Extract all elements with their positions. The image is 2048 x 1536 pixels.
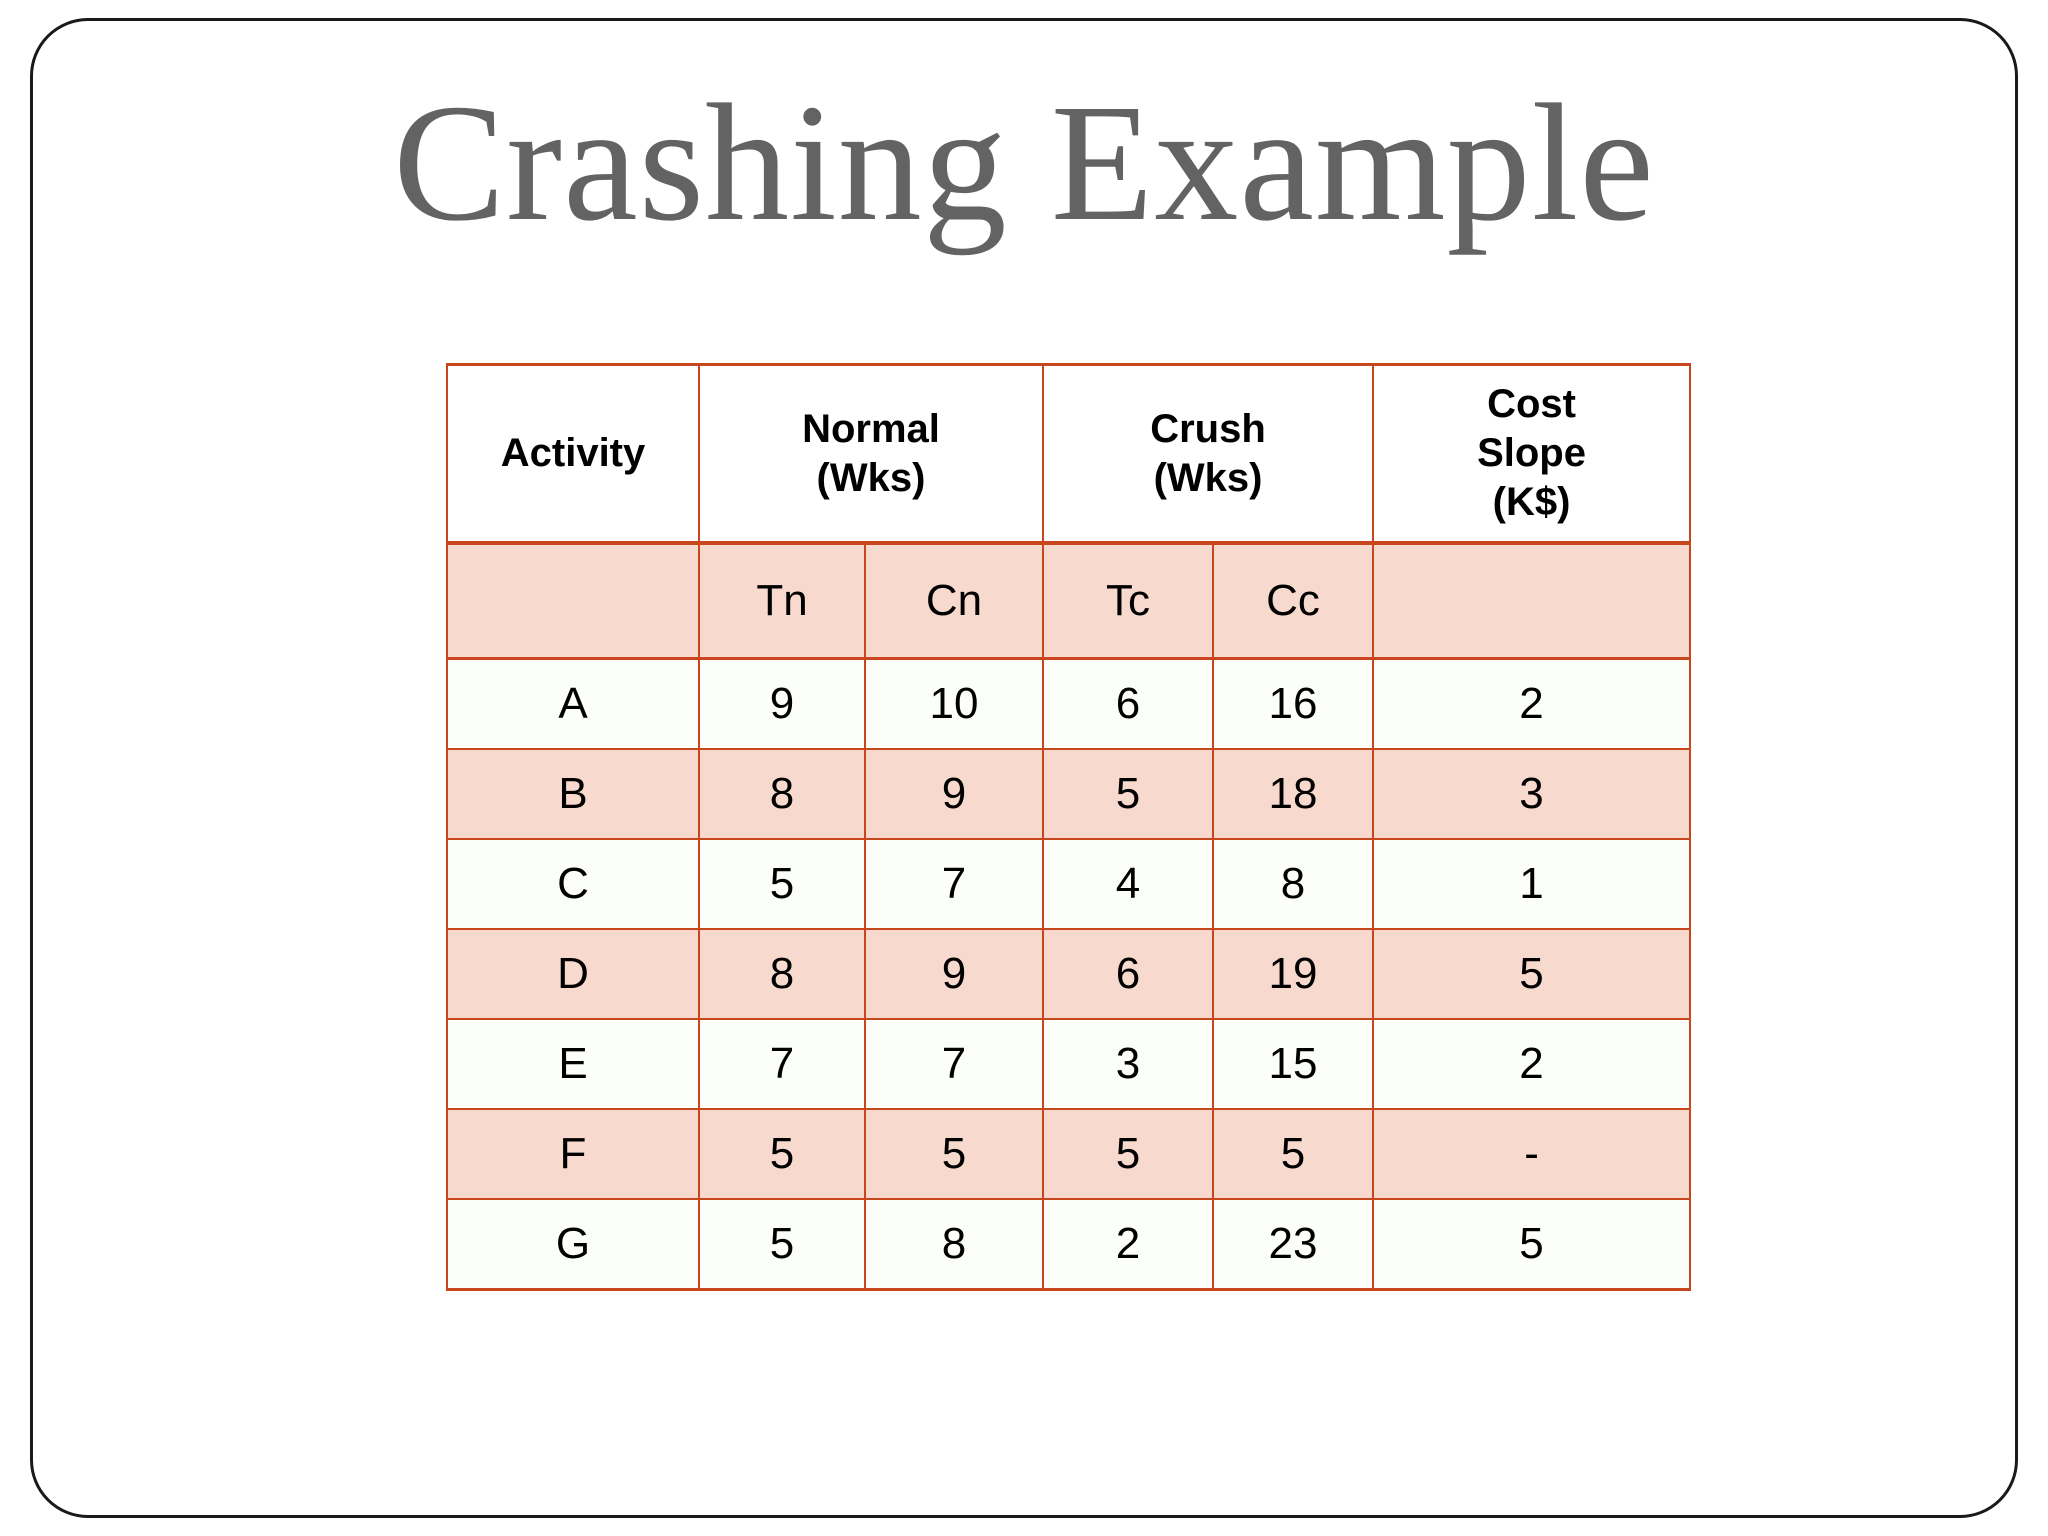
column-header-activity: Activity	[446, 363, 700, 545]
cell-cn: 8	[864, 1198, 1044, 1291]
column-header-normal-line2: (Wks)	[816, 455, 926, 500]
column-header-cost-slope-line1: Cost	[1487, 382, 1576, 427]
cell-activity: B	[446, 748, 700, 840]
cell-slope: -	[1372, 1108, 1692, 1200]
cell-slope: 5	[1372, 1198, 1692, 1291]
cell-cn: 10	[864, 657, 1044, 750]
subheader-cc: Cc	[1211, 542, 1375, 660]
cell-tn: 8	[698, 928, 866, 1020]
column-header-normal-line1: Normal	[802, 406, 940, 451]
cell-activity: G	[446, 1198, 700, 1291]
cell-cc: 19	[1211, 928, 1375, 1020]
column-header-cost-slope-line3: (K$)	[1492, 479, 1571, 524]
cell-tc: 4	[1042, 838, 1214, 930]
table-row: A 9 10 6 16 2	[446, 657, 1692, 750]
cell-tn: 9	[698, 657, 866, 750]
cell-cn: 9	[864, 748, 1044, 840]
crash-table: Activity Normal (Wks) Crush (Wks) Cost S…	[446, 363, 1692, 1291]
cell-cn: 9	[864, 928, 1044, 1020]
cell-tn: 7	[698, 1018, 866, 1110]
cell-cc: 5	[1211, 1108, 1375, 1200]
column-header-cost-slope-line2: Slope	[1477, 431, 1586, 476]
cell-cn: 7	[864, 1018, 1044, 1110]
cell-slope: 3	[1372, 748, 1692, 840]
table-row: E 7 7 3 15 2	[446, 1018, 1692, 1110]
page-title: Crashing Example	[393, 70, 1655, 256]
table-row: G 5 8 2 23 5	[446, 1198, 1692, 1291]
cell-slope: 5	[1372, 928, 1692, 1020]
table-row: C 5 7 4 8 1	[446, 838, 1692, 930]
subheader-cn: Cn	[864, 542, 1044, 660]
cell-tn: 5	[698, 838, 866, 930]
cell-slope: 1	[1372, 838, 1692, 930]
cell-tc: 5	[1042, 748, 1214, 840]
cell-tc: 2	[1042, 1198, 1214, 1291]
column-header-crush: Crush (Wks)	[1041, 363, 1375, 545]
subheader-slope	[1372, 542, 1692, 660]
cell-tn: 8	[698, 748, 866, 840]
table-row: B 8 9 5 18 3	[446, 748, 1692, 840]
cell-slope: 2	[1372, 657, 1692, 750]
table-row: D 8 9 6 19 5	[446, 928, 1692, 1020]
subheader-activity	[446, 542, 700, 660]
cell-activity: D	[446, 928, 700, 1020]
table-subheader-row: Tn Cn Tc Cc	[446, 542, 1692, 660]
cell-cc: 15	[1211, 1018, 1375, 1110]
column-header-cost-slope: Cost Slope (K$)	[1372, 363, 1692, 545]
table-row: F 5 5 5 5 -	[446, 1108, 1692, 1200]
cell-slope: 2	[1372, 1018, 1692, 1110]
cell-activity: C	[446, 838, 700, 930]
cell-tc: 6	[1042, 657, 1214, 750]
cell-tn: 5	[698, 1198, 866, 1291]
table-header-row: Activity Normal (Wks) Crush (Wks) Cost S…	[446, 363, 1692, 545]
cell-tn: 5	[698, 1108, 866, 1200]
table-head: Activity Normal (Wks) Crush (Wks) Cost S…	[446, 363, 1692, 660]
cell-cn: 7	[864, 838, 1044, 930]
cell-cc: 8	[1211, 838, 1375, 930]
cell-cc: 16	[1211, 657, 1375, 750]
cell-cn: 5	[864, 1108, 1044, 1200]
cell-cc: 18	[1211, 748, 1375, 840]
subheader-tn: Tn	[698, 542, 866, 660]
column-header-normal: Normal (Wks)	[698, 363, 1044, 545]
table-body: A 9 10 6 16 2 B 8 9 5 18 3 C 5	[446, 657, 1692, 1291]
cell-cc: 23	[1211, 1198, 1375, 1291]
column-header-crush-line1: Crush	[1150, 406, 1266, 451]
column-header-activity-label: Activity	[500, 431, 646, 476]
crashing-data-table: Activity Normal (Wks) Crush (Wks) Cost S…	[446, 363, 1692, 1291]
cell-activity: F	[446, 1108, 700, 1200]
cell-tc: 6	[1042, 928, 1214, 1020]
column-header-crush-line2: (Wks)	[1153, 455, 1263, 500]
subheader-tc: Tc	[1042, 542, 1214, 660]
cell-activity: E	[446, 1018, 700, 1110]
cell-tc: 3	[1042, 1018, 1214, 1110]
cell-tc: 5	[1042, 1108, 1214, 1200]
cell-activity: A	[446, 657, 700, 750]
